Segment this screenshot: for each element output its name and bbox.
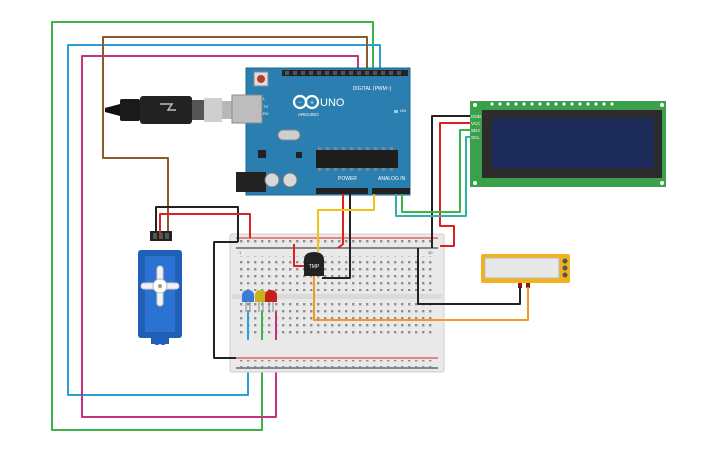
led-red[interactable] <box>265 290 277 312</box>
lcd-pin-scl: SCL <box>471 135 480 140</box>
leds <box>242 290 277 312</box>
lcd-pin-vcc: VCC <box>471 121 481 126</box>
wire-servo-black[interactable] <box>155 206 239 242</box>
wire-lcd-vcc[interactable] <box>439 122 470 247</box>
wire-pot-orange[interactable] <box>313 276 529 321</box>
tx-label: TX <box>263 104 268 109</box>
tmp-label: TMP <box>309 264 320 270</box>
wire-tmp-red[interactable] <box>293 244 304 267</box>
wire-gnd-black[interactable] <box>322 194 351 279</box>
wire-servo-red[interactable] <box>159 213 251 238</box>
arduino-brand: ARDUINO <box>298 112 319 117</box>
bb-col-30: 30 <box>428 250 433 255</box>
usb-cable <box>105 96 246 124</box>
arduino-uno[interactable]: DIGITAL (PWM~) − + UNO ARDUINO TX RX L O… <box>231 67 411 196</box>
lcd-display[interactable]: GND VCC SDA SCL <box>470 101 666 187</box>
wire-lcd-scl[interactable] <box>395 136 470 217</box>
svg-text:+: + <box>310 100 314 107</box>
wire-pot-black[interactable] <box>417 248 521 305</box>
wire-green-outer[interactable] <box>51 21 374 431</box>
digital-label: DIGITAL (PWM~) <box>353 86 392 92</box>
lcd-pin-gnd: GND <box>471 114 482 119</box>
wire-a0-yellow[interactable] <box>317 194 375 252</box>
rx-label: RX <box>263 111 269 116</box>
local-wires <box>155 115 529 359</box>
on-label: ON <box>400 108 406 113</box>
led-blue[interactable] <box>242 290 254 312</box>
wire-lcd-gnd[interactable] <box>431 115 470 248</box>
power-label: POWER <box>338 176 357 182</box>
wire-blue-outer[interactable] <box>67 44 381 396</box>
servo-horn <box>140 265 180 307</box>
wire-lcd-sda[interactable] <box>401 129 470 213</box>
svg-text:−: − <box>298 100 302 106</box>
bb-col-1: 1 <box>239 250 242 255</box>
outer-wires <box>51 21 381 431</box>
wire-gnd-left[interactable] <box>213 241 238 359</box>
breadboard[interactable]: 1 30 <box>229 233 445 373</box>
l-label: L <box>263 96 266 101</box>
wire-magenta-outer[interactable] <box>81 55 359 418</box>
tmp-sensor[interactable]: TMP <box>304 252 324 276</box>
slide-potentiometer[interactable] <box>481 254 570 288</box>
lcd-screen <box>492 118 654 168</box>
analog-label: ANALOG IN <box>378 176 406 182</box>
lcd-pin-sda: SDA <box>471 128 480 133</box>
wire-brown-outer[interactable] <box>102 36 368 233</box>
micro-servo[interactable] <box>138 231 182 345</box>
arduino-model: UNO <box>320 97 345 109</box>
led-yellow[interactable] <box>255 290 267 312</box>
arduino-logo: − + <box>292 94 320 110</box>
